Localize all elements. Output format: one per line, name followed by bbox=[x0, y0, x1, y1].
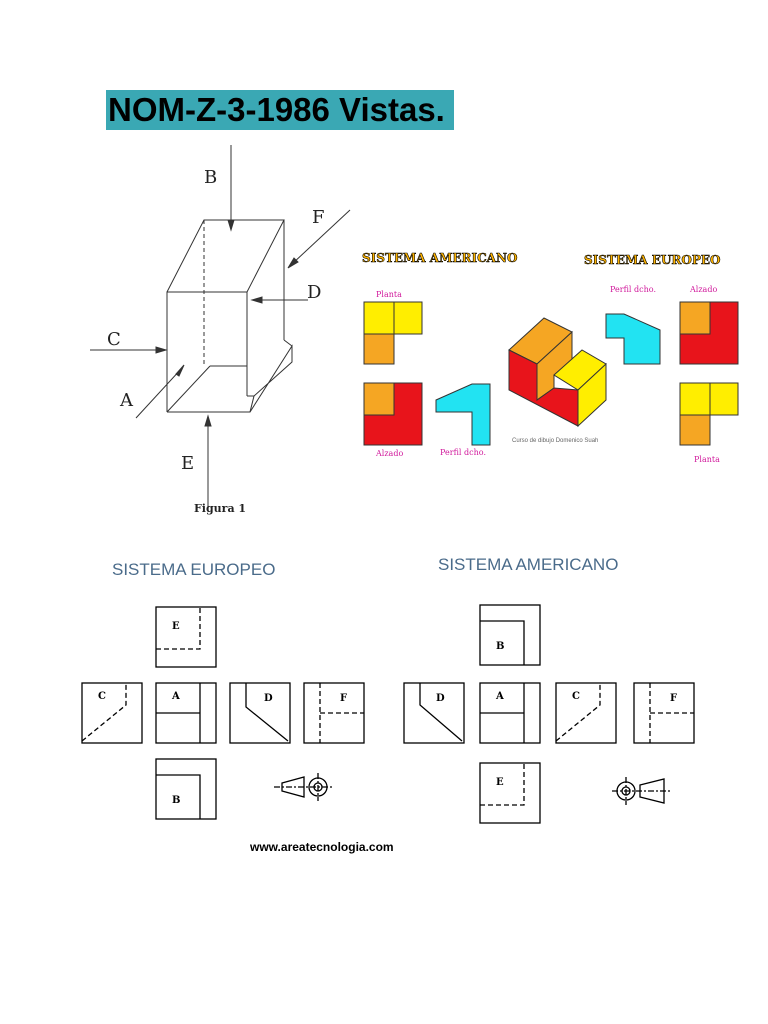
amer-view-d: D bbox=[436, 693, 445, 704]
euro-view-d: D bbox=[264, 693, 273, 704]
am-planta-label: Planta bbox=[376, 290, 402, 299]
am-perfil-label: Perfil dcho. bbox=[440, 448, 486, 457]
heading-american: SISTEMA AMERICANO bbox=[362, 251, 517, 265]
amer-view-f: F bbox=[670, 693, 677, 704]
label-b: B bbox=[204, 167, 217, 188]
website-credit[interactable]: www.areatecnologia.com bbox=[250, 840, 394, 854]
colored-systems-diagram: SISTEMA AMERICANO SISTEMA EUROPEO Planta… bbox=[362, 251, 739, 464]
amer-view-e: E bbox=[496, 777, 504, 788]
eu-alzado-label: Alzado bbox=[689, 285, 717, 294]
figura-caption: Figura 1 bbox=[194, 502, 246, 515]
label-e: E bbox=[181, 453, 194, 474]
heading-european: SISTEMA EUROPEO bbox=[584, 253, 720, 267]
euro-view-f: F bbox=[340, 693, 347, 704]
euro-view-e: E bbox=[172, 621, 180, 632]
euro-view-a: A bbox=[171, 691, 180, 702]
euro-view-c: C bbox=[98, 691, 106, 702]
label-c: C bbox=[107, 329, 121, 350]
label-f: F bbox=[312, 207, 325, 228]
euro-view-b: B bbox=[172, 795, 180, 806]
amer-view-c: C bbox=[572, 691, 580, 702]
view-systems-diagram: SISTEMA EUROPEO SISTEMA AMERICANO bbox=[81, 555, 695, 824]
amer-system-title: SISTEMA AMERICANO bbox=[438, 555, 618, 574]
eu-perfil-label: Perfil dcho. bbox=[610, 285, 656, 294]
amer-view-b: B bbox=[496, 641, 504, 652]
label-d: D bbox=[307, 282, 321, 303]
amer-view-a: A bbox=[495, 691, 504, 702]
credit-text: Curso de dibujo Domenico Suah bbox=[512, 438, 598, 444]
euro-system-title: SISTEMA EUROPEO bbox=[112, 560, 275, 579]
figura-1-diagram: B F D C A E Figura 1 bbox=[90, 145, 351, 515]
eu-planta-label: Planta bbox=[694, 455, 720, 464]
am-alzado-label: Alzado bbox=[375, 449, 403, 458]
label-a: A bbox=[119, 390, 134, 411]
page-title: NOM-Z-3-1986 Vistas. bbox=[106, 90, 454, 130]
